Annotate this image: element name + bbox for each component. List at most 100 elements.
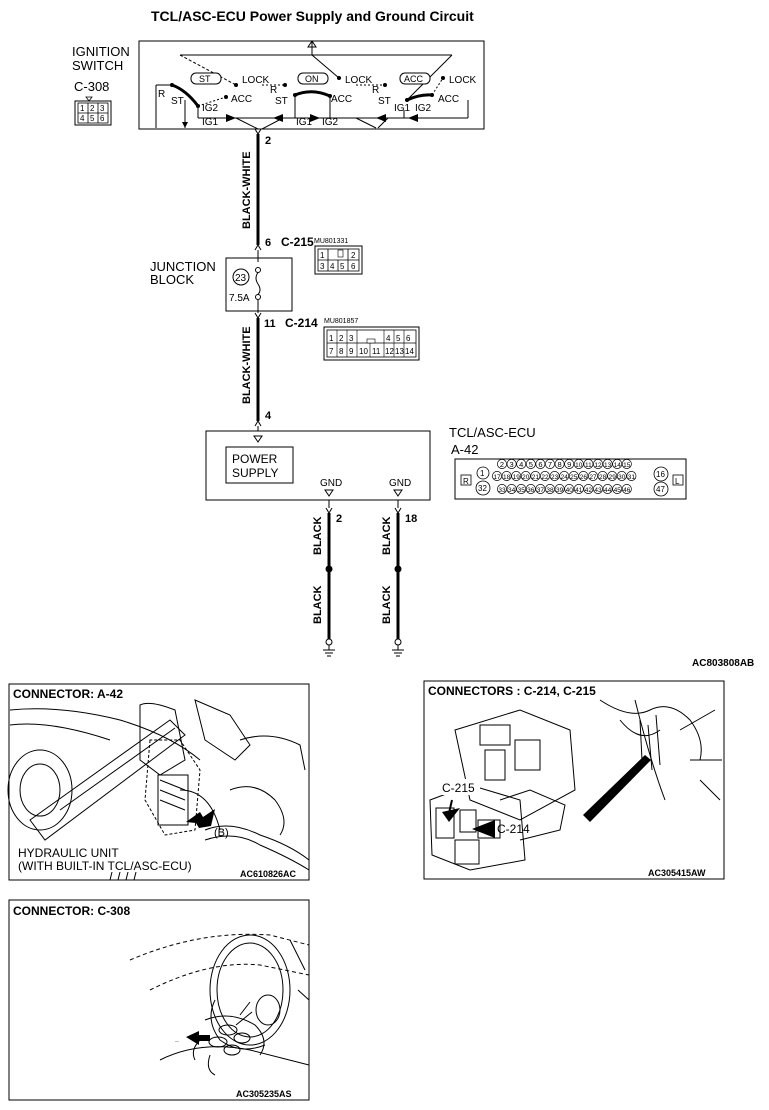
c215-label: C-215 bbox=[281, 235, 314, 249]
ecu-connector-label: A-42 bbox=[451, 442, 478, 457]
a42-pin-label: 14 bbox=[614, 462, 622, 469]
svg-text:IG1: IG1 bbox=[202, 117, 219, 128]
svg-text:47: 47 bbox=[656, 485, 665, 494]
panel-c214-title: CONNECTORS : C-214, C-215 bbox=[428, 684, 596, 698]
a42-pin-circle bbox=[616, 471, 627, 481]
a42-pin-circle bbox=[559, 471, 570, 481]
a42-pin-circle bbox=[497, 459, 507, 469]
a42-pin-label: 36 bbox=[527, 487, 535, 494]
ign-out-pin: 2 bbox=[265, 135, 271, 147]
a42-pin-label: 35 bbox=[518, 487, 526, 494]
ecu-in-pin: 4 bbox=[265, 410, 272, 422]
a42-pin-circle bbox=[573, 459, 584, 469]
steering-column-illustration bbox=[129, 933, 310, 1076]
svg-text:32: 32 bbox=[478, 484, 487, 493]
svg-text:ACC: ACC bbox=[438, 94, 459, 105]
wire-color-upper: BLACK-WHITE bbox=[241, 151, 253, 229]
a42-pin-label: 30 bbox=[618, 474, 626, 481]
svg-text:6: 6 bbox=[406, 334, 411, 343]
svg-text:..: .. bbox=[175, 1037, 179, 1044]
a42-pin-label: 13 bbox=[604, 462, 612, 469]
a42-pin-label: 43 bbox=[594, 487, 602, 494]
junction-block: 23 7.5A bbox=[225, 257, 293, 312]
a42-pin-circle bbox=[516, 484, 527, 494]
svg-text:ON: ON bbox=[305, 74, 319, 84]
ground-wire-2 bbox=[392, 500, 404, 657]
a42-pin-circle bbox=[535, 484, 546, 494]
svg-text:13: 13 bbox=[395, 347, 404, 356]
svg-text:4: 4 bbox=[386, 334, 391, 343]
svg-text:5: 5 bbox=[340, 262, 345, 271]
a42-pin-label: 25 bbox=[570, 474, 578, 481]
a42-pin-label: 21 bbox=[532, 474, 540, 481]
svg-text:2: 2 bbox=[351, 251, 356, 260]
svg-text:8: 8 bbox=[339, 347, 344, 356]
c214-pin-row-bottom: 7 8 9 10 11 12 13 14 bbox=[329, 343, 414, 357]
svg-text:3: 3 bbox=[320, 262, 325, 271]
a42-pin-circle bbox=[540, 471, 550, 481]
wire-color-lower: BLACK-WHITE bbox=[241, 326, 253, 404]
a42-pin-label: 33 bbox=[498, 487, 506, 494]
svg-text:ST: ST bbox=[199, 74, 211, 84]
a42-pin-circle bbox=[511, 471, 522, 481]
panel-a42-caption-1: HYDRAULIC UNIT bbox=[18, 846, 119, 860]
fuse-rating: 7.5A bbox=[229, 293, 250, 304]
a42-pin-circle bbox=[520, 471, 531, 481]
panel-c308-code: AC305235AS bbox=[236, 1089, 292, 1099]
a42-pin-circle bbox=[535, 459, 546, 469]
svg-text:9: 9 bbox=[349, 347, 354, 356]
svg-text:14: 14 bbox=[405, 347, 414, 356]
svg-text:R: R bbox=[158, 89, 165, 100]
ground-wire-color-1b: BLACK bbox=[312, 585, 324, 624]
svg-text:11: 11 bbox=[372, 347, 381, 356]
ground-wire-color-1a: BLACK bbox=[312, 516, 324, 555]
svg-text:2: 2 bbox=[339, 334, 344, 343]
a42-pin-circle bbox=[530, 471, 541, 481]
panel-c214-code: AC305415AW bbox=[648, 868, 706, 878]
c215-connector-face: 1 2 3 4 5 6 bbox=[314, 245, 363, 275]
power-supply-label-1: POWER bbox=[232, 452, 278, 466]
svg-text:1: 1 bbox=[80, 104, 85, 113]
svg-text:16: 16 bbox=[656, 470, 665, 479]
svg-text:6: 6 bbox=[351, 262, 356, 271]
a42-pin-circle bbox=[621, 484, 632, 494]
c215-part: MU801331 bbox=[314, 238, 348, 245]
c308-connector-face: 1 2 3 4 5 6 bbox=[74, 96, 112, 126]
c214-connector-face: 1 2 3 4 5 6 7 8 9 10 11 12 13 14 bbox=[323, 326, 420, 361]
panel-c215-callout: C-215 bbox=[442, 781, 475, 795]
gnd-label-2: GND bbox=[389, 478, 411, 489]
a42-pin-circle bbox=[545, 459, 555, 469]
a42-pin-circle bbox=[621, 459, 632, 469]
ignition-switch-box: ST LOCK ACC R ST IG2 IG1 ON LOCK ACC R S… bbox=[138, 40, 485, 130]
svg-text:5: 5 bbox=[90, 114, 95, 123]
svg-text:R: R bbox=[372, 85, 379, 96]
svg-text:ACC: ACC bbox=[331, 94, 352, 105]
a42-pin-circle bbox=[593, 484, 603, 494]
svg-text:2: 2 bbox=[90, 104, 95, 113]
c214-pin-row-top: 1 2 3 4 5 6 bbox=[329, 330, 411, 357]
svg-text:ACC: ACC bbox=[231, 94, 252, 105]
diagram-code: AC803808AB bbox=[692, 658, 754, 669]
a42-pin-circle bbox=[597, 471, 608, 481]
a42-pin-label: 3 bbox=[510, 460, 514, 469]
svg-text:LOCK: LOCK bbox=[345, 75, 373, 86]
a42-pin-circle bbox=[516, 459, 527, 469]
panel-a42-code: AC610826AC bbox=[240, 869, 297, 879]
a42-pin-label: 18 bbox=[503, 474, 511, 481]
a42-pin-label: 38 bbox=[546, 487, 554, 494]
a42-pin-circle bbox=[612, 459, 623, 469]
a42-pin-circle bbox=[506, 459, 517, 469]
svg-text:1: 1 bbox=[329, 334, 334, 343]
a42-side-right: L bbox=[675, 477, 680, 486]
svg-text:LOCK: LOCK bbox=[242, 75, 270, 86]
a42-pin-label: 19 bbox=[513, 474, 521, 481]
a42-pin-label: 39 bbox=[556, 487, 564, 494]
a42-pin-label: 40 bbox=[566, 487, 574, 494]
panel-a42-callout: (B) bbox=[214, 827, 229, 839]
a42-pin-label: 9 bbox=[567, 460, 571, 469]
a42-pin-label: 31 bbox=[628, 474, 636, 481]
svg-text:10: 10 bbox=[359, 347, 368, 356]
a42-pin-label: 34 bbox=[508, 487, 516, 494]
power-wire-upper bbox=[254, 128, 262, 262]
ignition-switch-label-1: IGNITION bbox=[72, 44, 130, 59]
